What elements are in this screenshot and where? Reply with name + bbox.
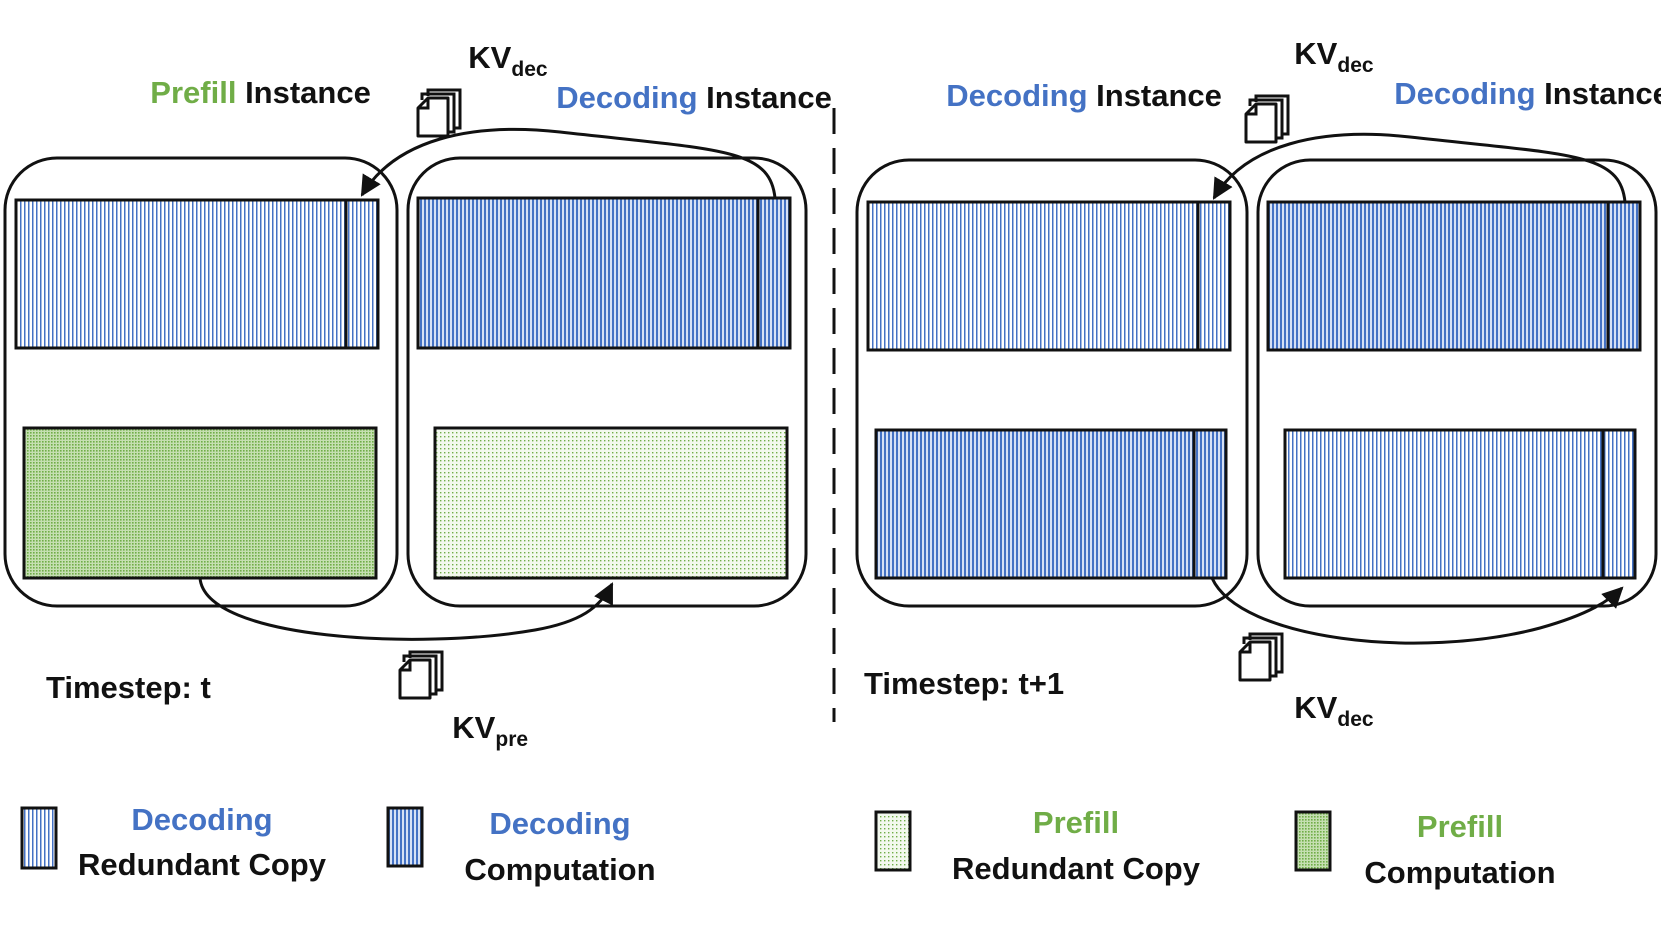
title-suffix: Instance [698,80,832,115]
timestep-label: Timestep: t+1 [864,666,1064,701]
decoding-instance-box [855,158,1249,608]
kv-dec-transfer-arrow [1210,577,1624,645]
right-panel: Decoding Instance Decoding Instance KVde… [855,36,1661,733]
kv-text: KV [1294,690,1337,725]
decoding-redundant-copy-swatch [20,806,58,870]
decoding-instance-box [1256,158,1658,608]
kv-subscript: dec [1337,54,1374,77]
kv-subscript: dec [511,58,548,81]
kv-text: KV [452,710,495,745]
kv-dec-transfer-arrow [1212,132,1627,203]
kv-pre-label: KVpre [392,710,571,753]
left-panel: Prefill Instance Decoding Instance KVdec… [3,40,875,753]
decoding-computation-kv-slice [1606,200,1642,352]
prefill-instance-title: Prefill Instance [90,75,414,110]
legend-line1: Prefill [1033,805,1119,840]
decoding-computation-kv-slice [756,196,792,350]
decoding-instance-title: Decoding Instance [886,78,1265,113]
legend-item-decoding-computation: Decoding Computation [386,806,656,887]
legend: Decoding Redundant Copy Decoding Computa… [20,802,1556,890]
decoding-instance-title: Decoding Instance [496,80,875,115]
title-suffix: Instance [236,75,370,110]
prefill-computation-block [22,426,378,580]
document-copy-icon [398,650,444,700]
decoding-redundant-copy-kv-slice [1196,200,1232,352]
decoding-computation-block [874,428,1196,580]
legend-line2: Redundant Copy [952,851,1201,886]
kv-dec-label: KVdec [1234,690,1417,733]
kv-subscript: dec [1337,708,1374,731]
title-keyword: Decoding [946,78,1087,113]
decoding-computation-kv-slice [1192,428,1228,580]
prefill-redundant-copy-swatch [874,810,912,872]
kv-text: KV [468,40,511,75]
decoding-redundant-copy-block [1283,428,1605,580]
kv-subscript: pre [495,728,528,751]
legend-line1: Prefill [1417,809,1503,844]
prefill-redundant-copy-block [433,426,789,580]
kv-dec-transfer-arrow [360,127,777,199]
decoding-instance-box [406,156,808,608]
legend-item-decoding-redundant-copy: Decoding Redundant Copy [20,802,327,882]
prefill-instance-box [3,156,399,608]
legend-line2: Computation [464,852,655,887]
legend-line2: Redundant Copy [78,847,327,882]
legend-item-prefill-redundant-copy: Prefill Redundant Copy [874,805,1201,886]
prefill-computation-swatch [1294,810,1332,872]
legend-line1: Decoding [489,806,630,841]
kv-text: KV [1294,36,1337,71]
legend-item-prefill-computation: Prefill Computation [1294,809,1556,890]
document-copy-icon [416,88,462,138]
timestep-label: Timestep: t [46,670,211,705]
title-suffix: Instance [1536,76,1661,111]
decoding-instance-title: Decoding Instance [1334,76,1661,111]
title-suffix: Instance [1088,78,1222,113]
decoding-redundant-copy-kv-slice [1601,428,1637,580]
title-keyword: Decoding [556,80,697,115]
decoding-computation-block [416,196,760,350]
decoding-redundant-copy-block [866,200,1200,352]
document-copy-icon [1238,632,1284,682]
title-keyword: Decoding [1394,76,1535,111]
legend-line1: Decoding [131,802,272,837]
kv-dec-label: KVdec [408,40,591,83]
decoding-redundant-copy-block [14,198,348,350]
decoding-redundant-copy-kv-slice [344,198,380,350]
decoding-computation-block [1266,200,1610,352]
kv-dec-label: KVdec [1234,36,1417,79]
decoding-computation-swatch [386,806,424,868]
title-keyword: Prefill [150,75,236,110]
kv-pre-transfer-arrow [198,577,614,641]
legend-line2: Computation [1364,855,1555,890]
